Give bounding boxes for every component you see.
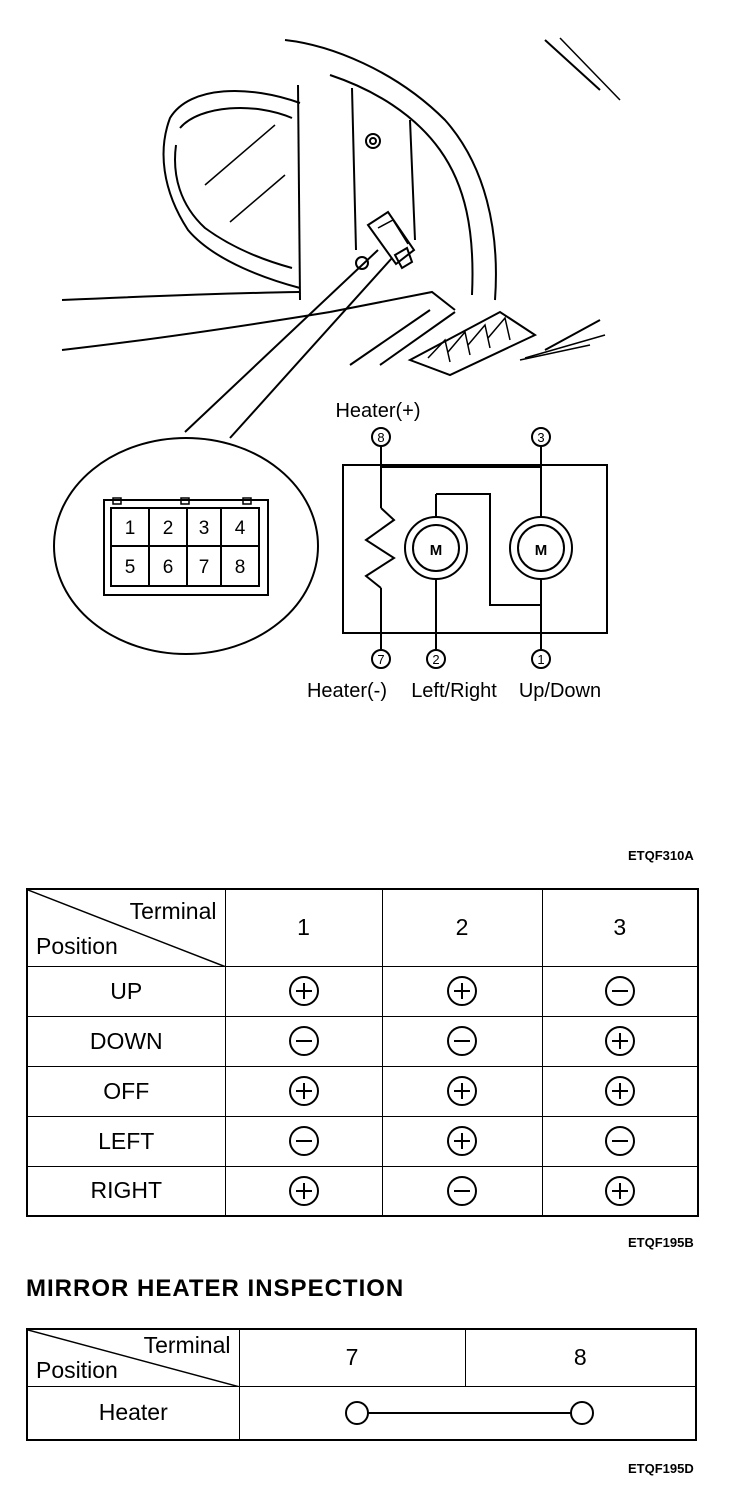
terminal-1-label: 1 (537, 652, 544, 667)
polarity-cell (541, 965, 699, 1017)
terminal-8-label: 8 (377, 430, 384, 445)
polarity-cell (541, 1015, 699, 1067)
wiring-schematic (342, 427, 608, 669)
connector-pin-label: 3 (199, 518, 210, 539)
connector-pin-label: 8 (235, 557, 246, 578)
connector-pin-label: 1 (125, 518, 136, 539)
section-title: MIRROR HEATER INSPECTION (26, 1275, 405, 1302)
plus-circle-icon (288, 1076, 319, 1106)
figure-code: ETQF310A (628, 848, 694, 863)
figure-code: ETQF195D (628, 1461, 694, 1476)
terminal-header: Terminal (143, 1332, 231, 1358)
plus-circle-icon (447, 1126, 477, 1156)
connector-pin-label: 2 (163, 518, 174, 539)
door-mirror-illustration (61, 37, 621, 377)
row-label: OFF (26, 1065, 226, 1117)
up-down-label: Up/Down (519, 680, 601, 702)
terminal-7 (371, 649, 391, 669)
terminal-2-label: 2 (432, 652, 439, 667)
minus-circle-icon (447, 1175, 477, 1206)
continuity-cell (238, 1385, 697, 1440)
left-right-label: Left/Right (411, 680, 497, 702)
plus-circle-icon (604, 1076, 635, 1106)
minus-circle-icon (288, 1126, 319, 1156)
row-label: DOWN (26, 1015, 226, 1067)
terminal-2 (426, 649, 446, 669)
continuity-symbol (344, 1400, 594, 1425)
terminal-3 (531, 427, 551, 447)
table-row: DOWN (26, 1015, 699, 1067)
table-row: UP (26, 965, 699, 1017)
row-label: UP (26, 965, 226, 1017)
column-header: 2 (381, 888, 543, 967)
terminal-3-label: 3 (537, 430, 544, 445)
row-label: LEFT (26, 1115, 226, 1167)
heater-minus-label: Heater(-) (307, 680, 387, 702)
figure-code: ETQF195B (628, 1235, 694, 1250)
minus-circle-icon (288, 1026, 319, 1056)
position-header: Position (36, 932, 118, 959)
connector-pin-label: 7 (199, 557, 210, 578)
connector-pin-label: 4 (235, 518, 246, 539)
polarity-cell (224, 1115, 383, 1167)
minus-circle-icon (447, 1026, 477, 1056)
callout-leader (184, 249, 379, 433)
polarity-cell (381, 1165, 543, 1217)
plus-circle-icon (604, 1026, 635, 1056)
table-header-corner: Terminal Position (26, 1328, 240, 1387)
terminal-header: Terminal (129, 898, 217, 924)
callout-leader (229, 257, 393, 439)
terminal-8 (371, 427, 391, 447)
connector-face (103, 497, 269, 596)
polarity-cell (541, 1115, 699, 1167)
table-row: OFF (26, 1065, 699, 1117)
polarity-cell (381, 1015, 543, 1067)
polarity-cell (381, 1065, 543, 1117)
terminal-1 (531, 649, 551, 669)
heater-table: Terminal Position 7 8 Heater (26, 1328, 697, 1441)
connector-zoom-circle (53, 437, 319, 655)
terminal-7-label: 7 (377, 652, 384, 667)
column-header: 7 (238, 1328, 466, 1387)
position-header: Position (36, 1356, 118, 1383)
table-row: LEFT (26, 1115, 699, 1167)
plus-circle-icon (447, 976, 477, 1006)
connector-pin-label: 5 (125, 557, 136, 578)
column-header: 1 (224, 888, 383, 967)
polarity-cell (224, 1015, 383, 1067)
polarity-cell (224, 965, 383, 1017)
column-header: 3 (541, 888, 699, 967)
polarity-cell (541, 1165, 699, 1217)
row-label: Heater (26, 1385, 240, 1440)
motor-symbol: M (535, 542, 548, 559)
heater-plus-label: Heater(+) (335, 400, 420, 422)
plus-circle-icon (288, 1175, 319, 1206)
schematic-box (342, 464, 608, 634)
plus-circle-icon (447, 1076, 477, 1106)
mirror-wiring-diagram: 1 2 3 4 5 6 7 8 8 3 (53, 37, 621, 702)
heater-resistor (364, 507, 396, 589)
polarity-cell (381, 965, 543, 1017)
polarity-cell (224, 1165, 383, 1217)
polarity-cell (381, 1115, 543, 1167)
polarity-cell (541, 1065, 699, 1117)
table-row: RIGHT (26, 1165, 699, 1217)
polarity-cell (224, 1065, 383, 1117)
table-header-corner: Terminal Position (26, 888, 226, 967)
plus-circle-icon (288, 976, 319, 1006)
row-label: RIGHT (26, 1165, 226, 1217)
plus-circle-icon (604, 1175, 635, 1206)
column-header: 8 (464, 1328, 697, 1387)
motor-symbol: M (430, 542, 443, 559)
minus-circle-icon (604, 1126, 635, 1156)
connector-pin-label: 6 (163, 557, 174, 578)
minus-circle-icon (604, 976, 635, 1006)
